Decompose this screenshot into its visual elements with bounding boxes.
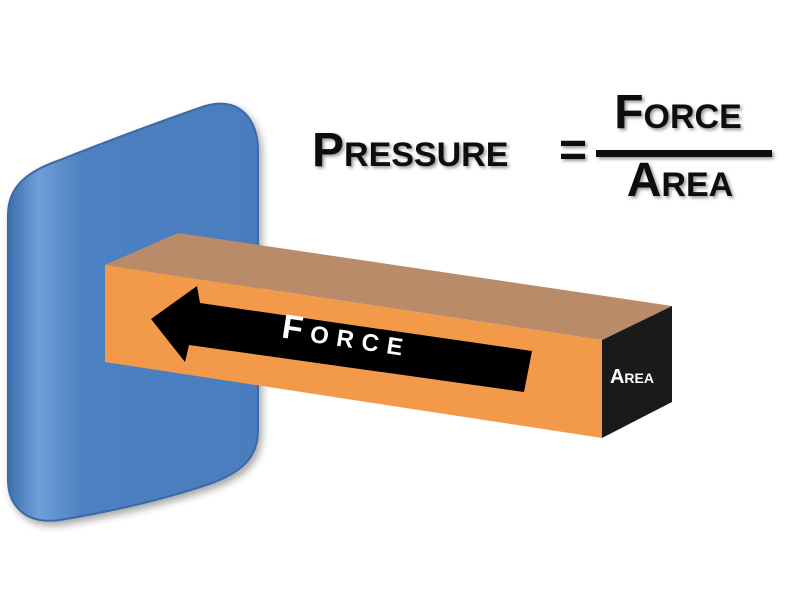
beam-end-face [602,306,672,438]
formula-numerator: Force [614,86,742,139]
fraction-bar [596,150,772,157]
beam-top-face [105,233,672,340]
formula-lhs: Pressure [312,124,508,177]
formula-denominator: Area [627,154,733,207]
force-arrow-icon [151,286,532,392]
formula-equals: = [559,124,587,177]
beam-end-label: Area [610,366,654,388]
formula: Pressure = Force Area [312,86,772,207]
beam: Force Area [105,233,672,438]
